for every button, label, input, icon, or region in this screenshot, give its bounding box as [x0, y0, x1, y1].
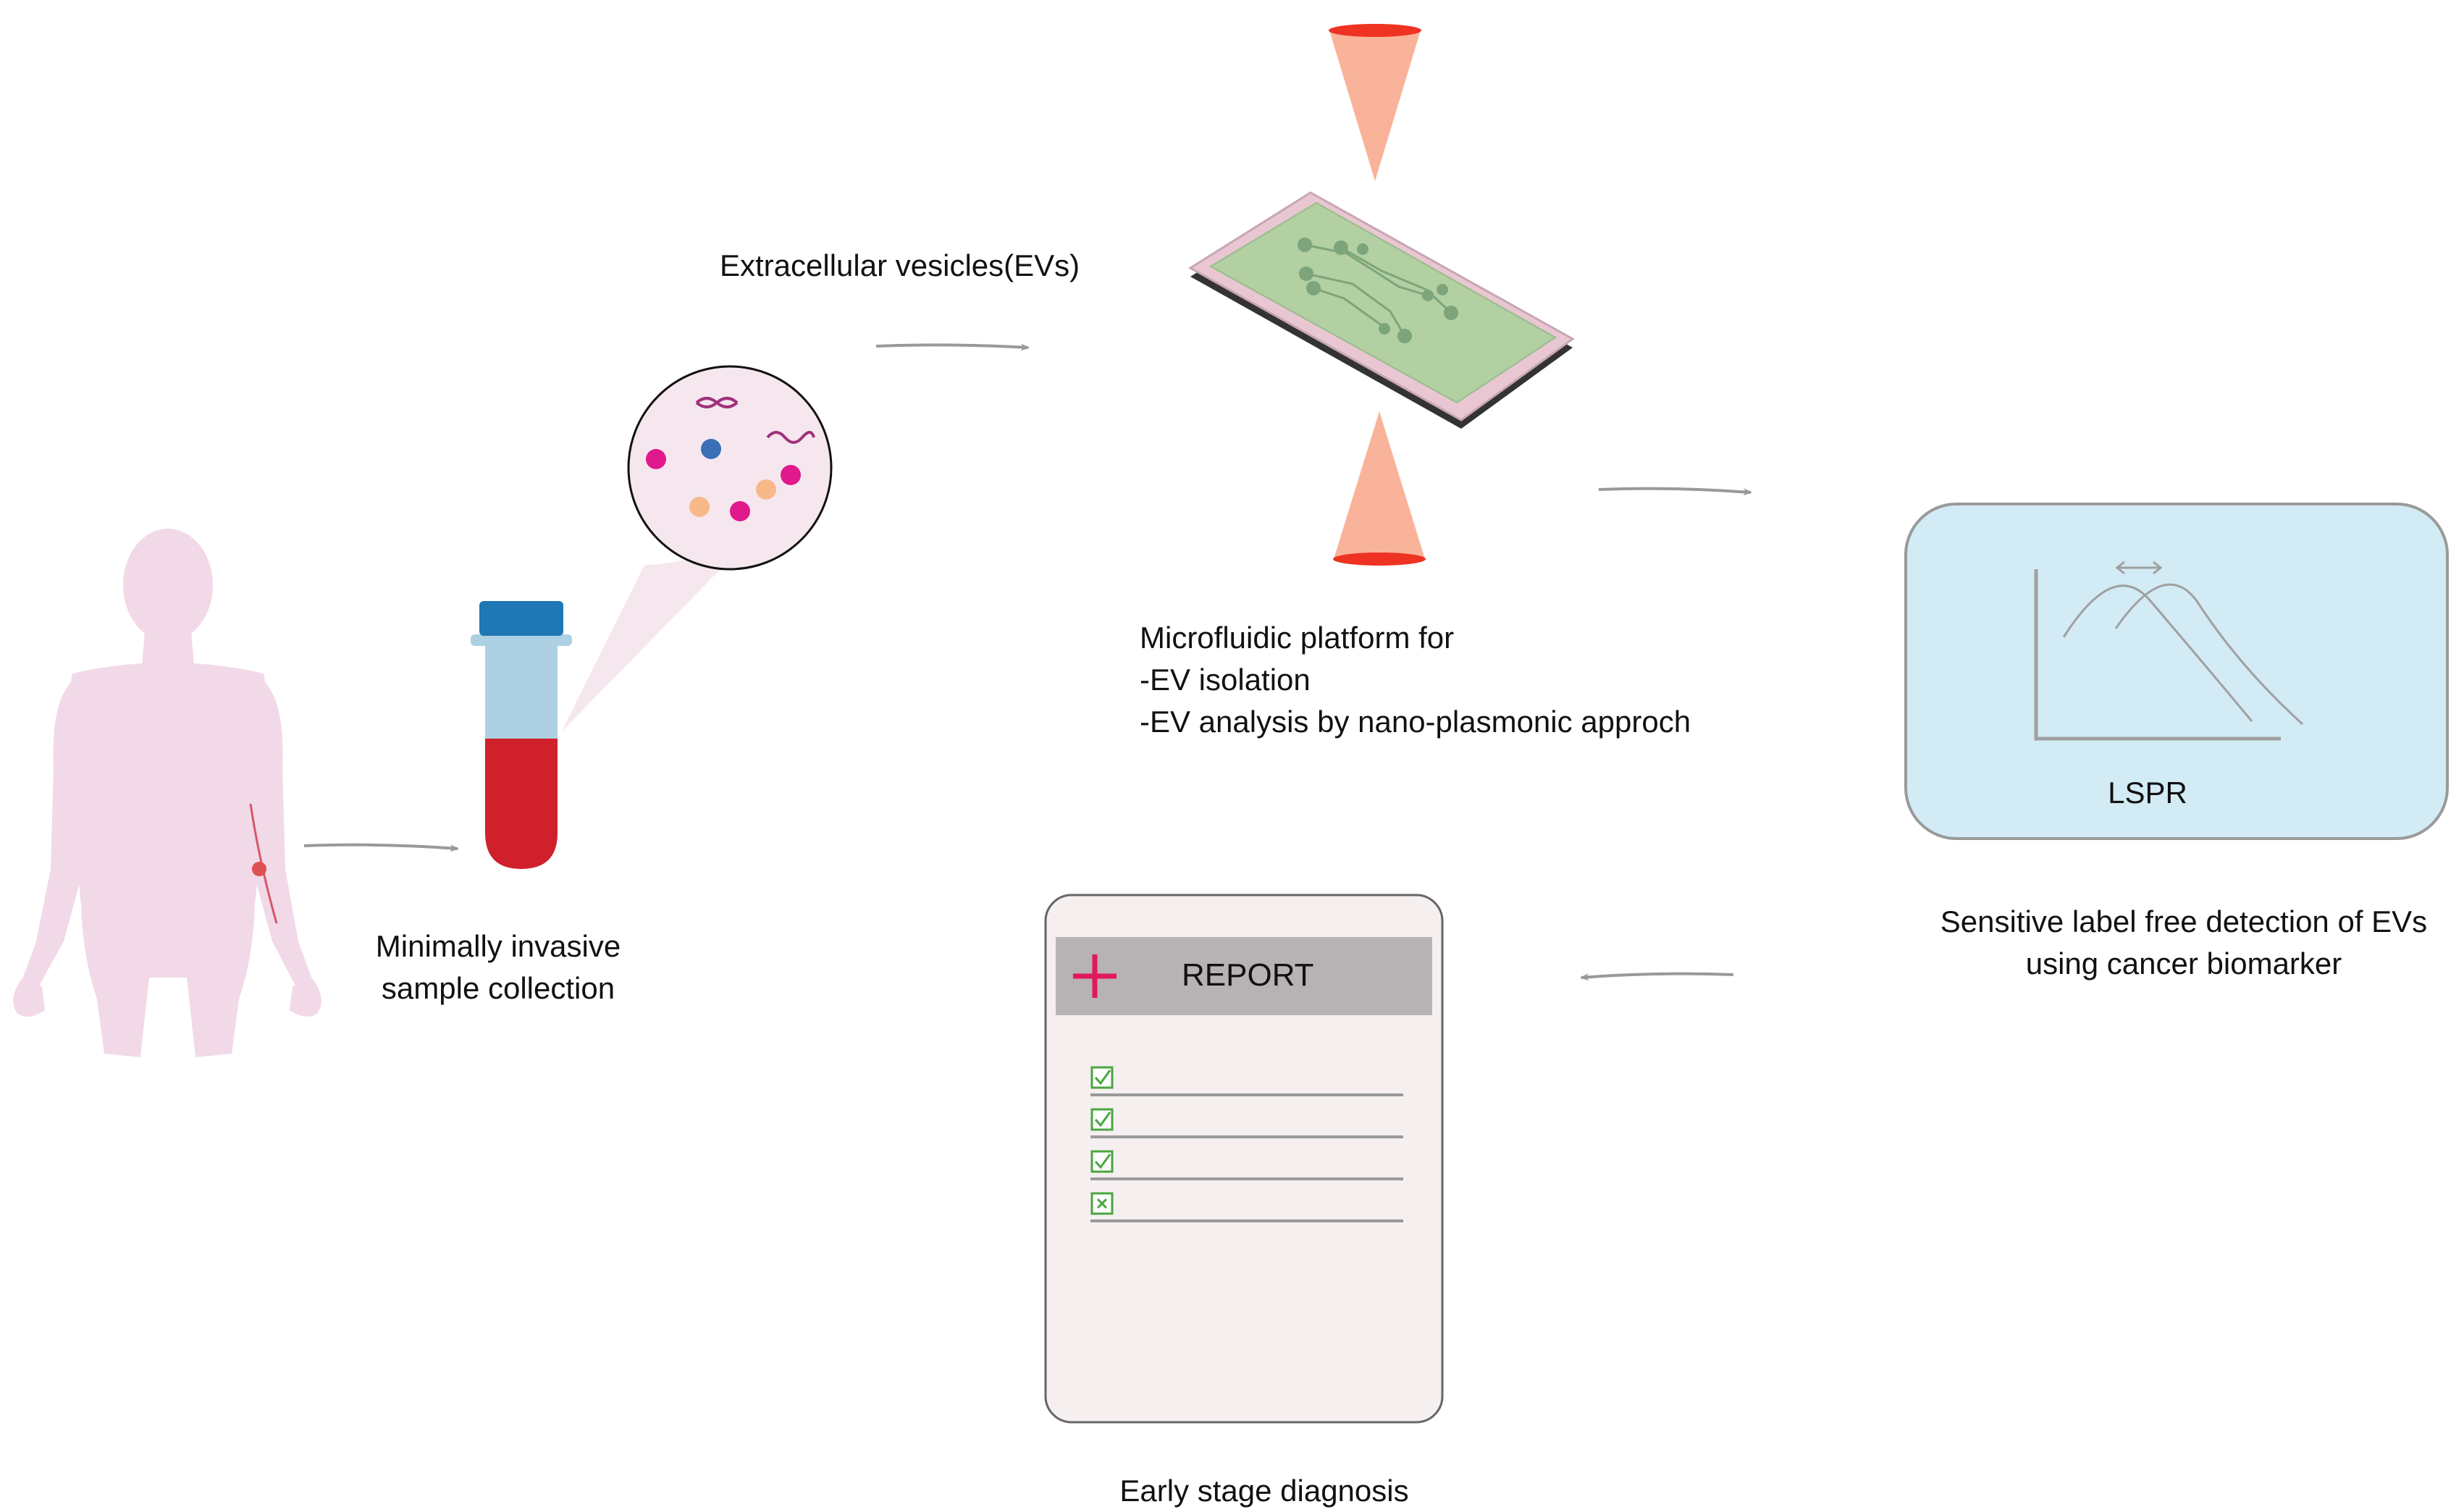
detection-label: Sensitive label free detection of EVs us… — [1940, 904, 2428, 980]
microfluidic-label: Microfluidic platform for -EV isolation … — [1140, 621, 1691, 739]
blood-tube-icon — [471, 601, 572, 869]
lspr-curve-2 — [2114, 583, 2304, 726]
check-mark-icon — [1094, 1112, 1111, 1127]
arrow-to-lspr — [1598, 487, 1752, 496]
human-body-icon — [13, 529, 321, 1057]
zoom-connector — [562, 536, 753, 731]
ev-particle — [781, 465, 801, 485]
lspr-panel — [1904, 503, 2449, 840]
ev-particle — [689, 497, 710, 517]
medical-cross-icon — [1073, 954, 1117, 998]
lspr-label: LSPR — [2108, 776, 2187, 810]
cross-mark-icon — [1096, 1198, 1108, 1209]
report-title: REPORT — [1182, 957, 1314, 993]
shift-arrow-icon — [2115, 560, 2163, 575]
lspr-axes — [2034, 569, 2281, 741]
injection-site-dot — [252, 862, 266, 876]
checklist-row — [1090, 1066, 1403, 1096]
laser-bottom-icon — [1333, 411, 1426, 566]
lspr-curve-1 — [2062, 584, 2253, 722]
check-mark-icon — [1094, 1070, 1111, 1085]
report-header — [1056, 937, 1432, 1015]
ev-particle — [646, 449, 666, 469]
report-card — [1044, 894, 1444, 1424]
laser-top-icon — [1329, 24, 1421, 181]
microfluidic-chip-icon — [1188, 191, 1575, 429]
sample-collection-label: Minimally invasive sample collection — [375, 929, 621, 1005]
ev-particle — [730, 501, 750, 521]
ev-particle — [701, 439, 721, 459]
ev-particle — [756, 479, 776, 500]
checklist-row — [1090, 1192, 1403, 1222]
diagnosis-label: Early stage diagnosis — [1119, 1474, 1409, 1508]
check-mark-icon — [1094, 1154, 1111, 1169]
arrow-to-tube — [303, 843, 459, 852]
arrow-to-report — [1580, 972, 1734, 981]
checklist-row — [1090, 1108, 1403, 1138]
report-checklist — [1090, 1066, 1403, 1222]
extracellular-vesicles-label: Extracellular vesicles(EVs) — [720, 248, 1080, 282]
ev-zoom-circle — [627, 365, 833, 571]
checklist-row — [1090, 1150, 1403, 1180]
arrow-to-chip — [875, 343, 1030, 351]
rna-icon — [766, 431, 815, 444]
